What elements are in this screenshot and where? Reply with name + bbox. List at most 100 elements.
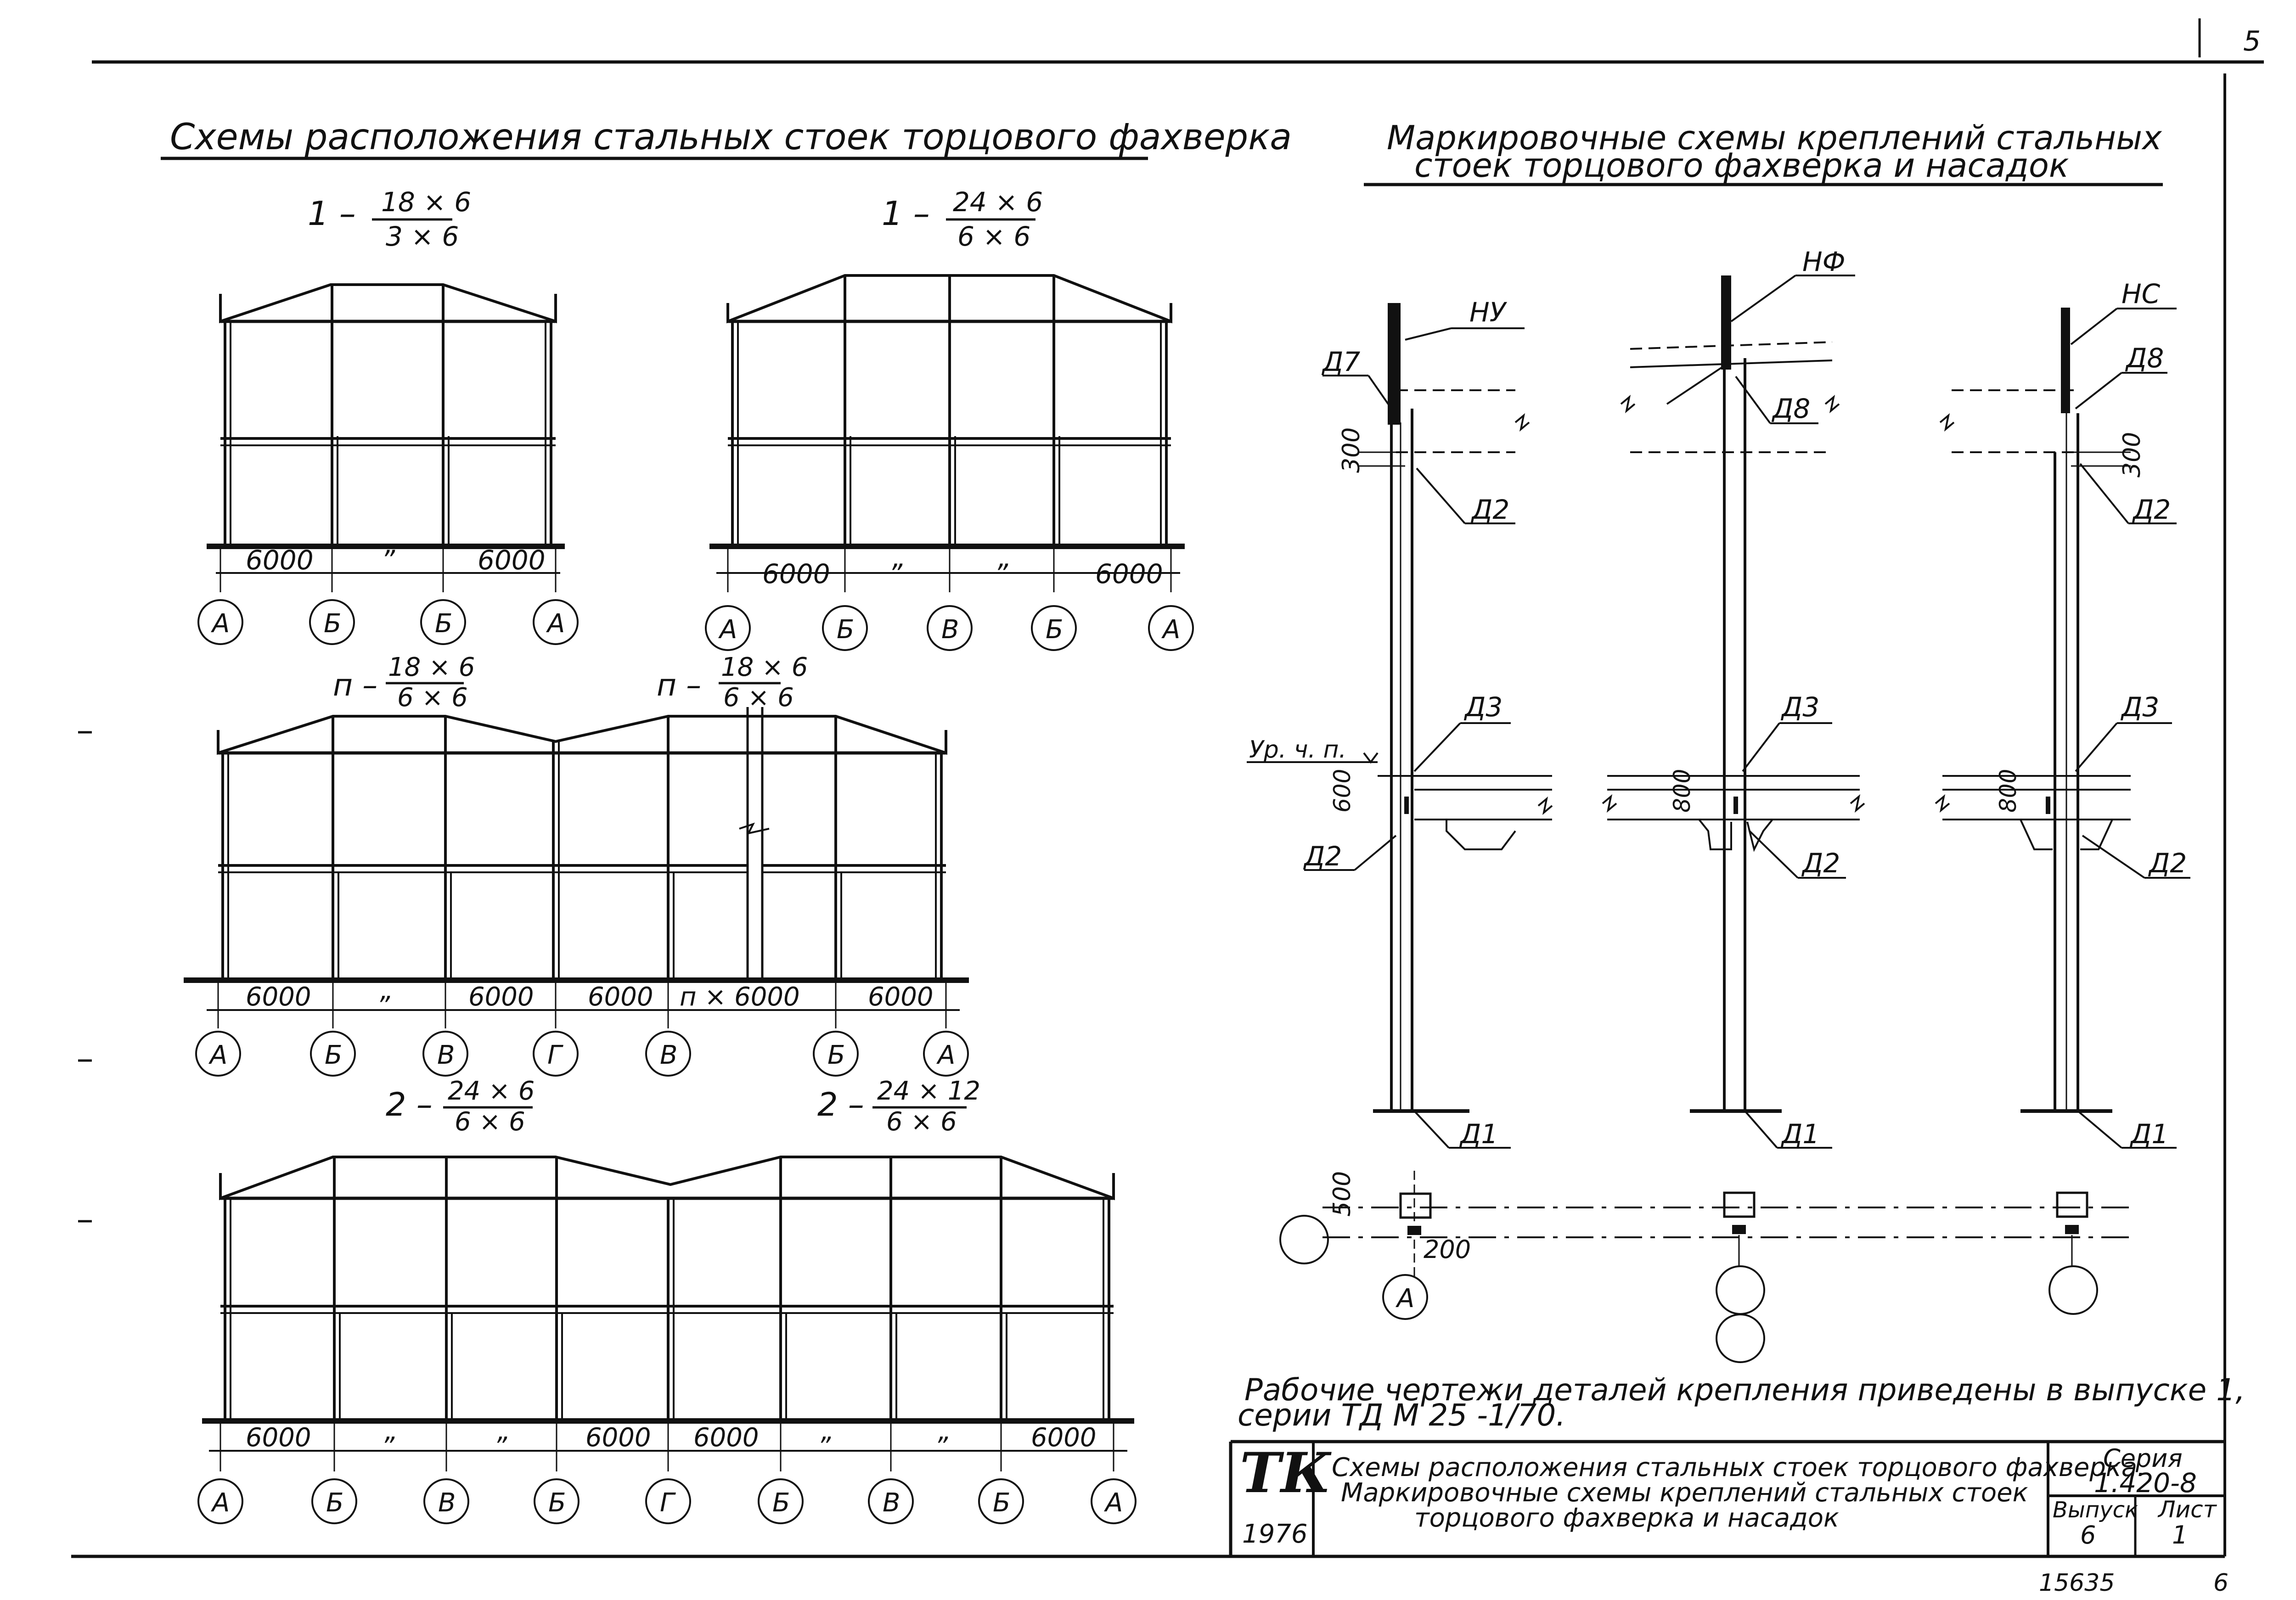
col1-d1-label: Д1 bbox=[1459, 1118, 1498, 1150]
scheme-4-bottom: 6 × 6 bbox=[455, 1107, 525, 1137]
col3-d2-lower-label: Д2 bbox=[2148, 848, 2187, 879]
title-block: ТК 1976 Схемы расположения стальных стое… bbox=[1229, 1440, 2225, 1556]
scheme-2-axis-1: А bbox=[718, 615, 737, 645]
left-title: Схемы расположения стальных стоек торцов… bbox=[170, 117, 1292, 158]
scheme-1-axis-2: Б bbox=[324, 609, 341, 639]
right-title-line-1: Маркировочные схемы креплений стальных bbox=[1387, 118, 2162, 157]
scheme-1-dim-2: ” bbox=[381, 545, 395, 576]
scheme-4-dim-3: ” bbox=[494, 1432, 507, 1462]
col3-d3-label: Д3 bbox=[2120, 691, 2159, 723]
scheme-4-axis-3: В bbox=[438, 1488, 456, 1518]
scheme-3-dim-2: ” bbox=[377, 991, 390, 1021]
col1-dim-300: 300 bbox=[1338, 427, 1365, 473]
scheme-4-dim-2: ” bbox=[381, 1432, 395, 1462]
scheme-3-axis-7: А bbox=[936, 1040, 955, 1070]
scheme-4-dim-6: ” bbox=[817, 1432, 831, 1462]
scheme-3-dim-3: 6000 bbox=[468, 982, 534, 1012]
col3-d8-label: Д8 bbox=[2125, 342, 2164, 374]
scheme-4-dim-8: 6000 bbox=[1031, 1423, 1097, 1453]
top-mark: 5 bbox=[2243, 25, 2261, 57]
plan-row: 500 200 А bbox=[1279, 1171, 2131, 1363]
col1-d7-label: Д7 bbox=[1321, 346, 1360, 377]
col1-d2-label: Д2 bbox=[1470, 494, 1509, 525]
scheme-1-18x6: 1 – 18 × 6 3 × 6 6000 ” 6000 А Б bbox=[197, 186, 579, 645]
scheme-2-axis-4: Б bbox=[1046, 615, 1063, 645]
stamp-logo: ТК bbox=[1240, 1441, 1332, 1505]
col2-d3-label: Д3 bbox=[1780, 691, 1819, 723]
stamp-series-label: Серия bbox=[2103, 1444, 2183, 1473]
scheme-1-axis-4: А bbox=[546, 609, 565, 639]
col3-d1-label: Д1 bbox=[2129, 1118, 2168, 1150]
scheme-3-axis-4: Г bbox=[547, 1040, 563, 1070]
scheme-3-axis-2: Б bbox=[325, 1040, 342, 1070]
scheme-2-top: 24 × 6 bbox=[953, 186, 1043, 218]
col1-d2-lower-label: Д2 bbox=[1303, 841, 1342, 872]
scheme-4-axis-1: А bbox=[211, 1488, 230, 1518]
scheme-1-bottom: 3 × 6 bbox=[386, 221, 459, 252]
scheme-1-top: 18 × 6 bbox=[381, 186, 471, 218]
col1-top-label: НУ bbox=[1469, 297, 1508, 328]
scheme-4-axis-5: Г bbox=[660, 1488, 676, 1518]
scheme-2-number: 1 – bbox=[882, 194, 930, 233]
scheme-4-axis-2: Б bbox=[326, 1488, 343, 1518]
scheme-2-axis-2: Б bbox=[837, 615, 854, 645]
col2-d8-label: Д8 bbox=[1771, 393, 1810, 424]
stamp-issue-value: 6 bbox=[2080, 1521, 2096, 1549]
plan-dim-200: 200 bbox=[1424, 1235, 1471, 1264]
scheme-3-dim-5: п × 6000 bbox=[680, 982, 800, 1012]
scheme-2-dim-2: ” bbox=[889, 558, 903, 589]
scheme-4-dim-7: ” bbox=[934, 1432, 948, 1462]
stamp-issue-label: Выпуск bbox=[2053, 1497, 2138, 1523]
scheme-4-axis-6: Б bbox=[772, 1488, 790, 1518]
plan-axis-label: А bbox=[1396, 1284, 1414, 1314]
scheme-3-dim-1: 6000 bbox=[246, 982, 311, 1012]
stamp-title-line-1: Схемы расположения стальных стоек торцов… bbox=[1332, 1453, 2145, 1482]
scheme-4-number-2: 2 – bbox=[817, 1086, 864, 1123]
scheme-4-dim-1: 6000 bbox=[246, 1423, 311, 1453]
col3-dim-300: 300 bbox=[2118, 432, 2146, 477]
scheme-3-bottom-2: 6 × 6 bbox=[723, 683, 794, 713]
col3-d2-label: Д2 bbox=[2132, 494, 2171, 525]
scheme-2-dim-1: 6000 bbox=[762, 558, 830, 589]
scheme-2-bottom: 6 × 6 bbox=[957, 221, 1030, 252]
archive-number: 15635 bbox=[2039, 1569, 2115, 1597]
col2-dim-800: 800 bbox=[1669, 769, 1695, 813]
scheme-3-number-2: п – bbox=[657, 668, 701, 703]
stamp-sheet-label: Лист bbox=[2157, 1496, 2217, 1523]
scheme-1-dim-3: 6000 bbox=[478, 545, 546, 576]
col1-d3-label: Д3 bbox=[1463, 691, 1503, 723]
scheme-3-axis-5: В bbox=[660, 1040, 677, 1070]
right-title-line-2: стоек торцового фахверка и насадок bbox=[1414, 146, 2069, 185]
detail-column-2: НФ Д8 Д3 800 Д2 Д1 bbox=[1602, 246, 1865, 1150]
scheme-2-axis-5: А bbox=[1161, 615, 1180, 645]
col3-top-label: НС bbox=[2122, 278, 2161, 309]
scheme-4-top: 24 × 6 bbox=[448, 1076, 535, 1106]
stamp-year: 1976 bbox=[1242, 1519, 1308, 1549]
sheet-frame bbox=[71, 18, 2264, 1558]
scheme-2-dim-4: 6000 bbox=[1095, 558, 1163, 589]
scheme-2-axis-3: В bbox=[941, 615, 959, 645]
detail-column-3: НС Д8 300 Д2 Д3 800 Д2 Д1 bbox=[1935, 278, 2190, 1150]
detail-column-1: НУ Д7 300 Д2 Д3 Ур. ч. п. 600 Д2 Д1 bbox=[1247, 297, 1553, 1150]
scheme-3-dim-4: 6000 bbox=[588, 982, 653, 1012]
scheme-4-axis-7: В bbox=[883, 1488, 900, 1518]
scheme-1-axis-3: Б bbox=[435, 609, 452, 639]
scheme-4-axis-9: А bbox=[1104, 1488, 1123, 1518]
scheme-1-number: 1 – bbox=[308, 194, 356, 233]
note-line-1: Рабочие чертежи деталей крепления привед… bbox=[1244, 1372, 2245, 1408]
scheme-2-24x6: 1 – 24 × 6 6 × 6 6000 ” ” 6000 А Б В bbox=[705, 186, 1194, 651]
scheme-4-top-2: 24 × 12 bbox=[877, 1076, 980, 1106]
col2-d2-label: Д2 bbox=[1801, 848, 1840, 879]
scheme-3-n-span: п – 18 × 6 6 × 6 п – 18 × 6 6 × 6 bbox=[184, 652, 969, 1077]
scheme-3-bottom: 6 × 6 bbox=[397, 683, 468, 713]
scheme-4-dim-5: 6000 bbox=[693, 1423, 759, 1453]
scheme-4-dim-4: 6000 bbox=[585, 1423, 651, 1453]
page-mark: 6 bbox=[2213, 1569, 2228, 1597]
stamp-title-line-2: Маркировочные схемы креплений стальных с… bbox=[1341, 1478, 2028, 1508]
scheme-3-dim-6: 6000 bbox=[868, 982, 934, 1012]
scheme-4-bottom-2: 6 × 6 bbox=[886, 1107, 957, 1137]
scheme-1-axis-1: А bbox=[211, 609, 230, 639]
col2-d1-label: Д1 bbox=[1780, 1118, 1819, 1150]
scheme-4-axis-4: Б bbox=[548, 1488, 566, 1518]
scheme-3-axis-1: А bbox=[208, 1040, 227, 1070]
